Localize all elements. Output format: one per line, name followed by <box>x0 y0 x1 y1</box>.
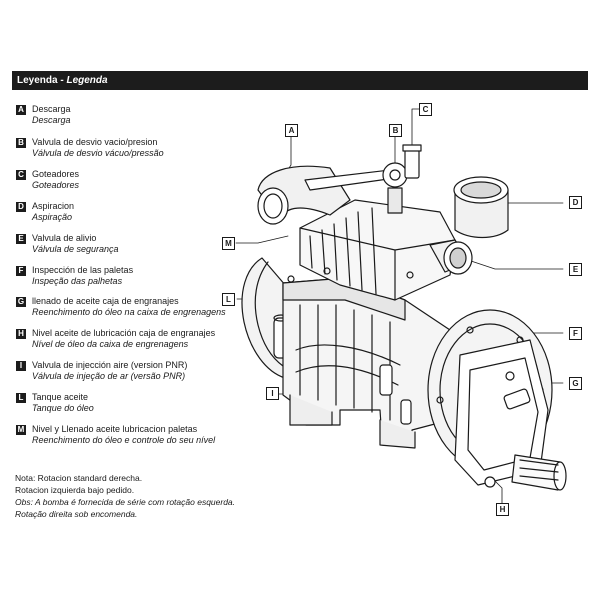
legend-label-es: Descarga <box>32 104 71 114</box>
callout-h: H <box>496 503 509 516</box>
drip-oiler <box>402 144 422 179</box>
legend-label-pt: Reenchimento do óleo e controle do seu n… <box>32 435 216 445</box>
callout-l: L <box>222 293 235 306</box>
legend-label-pt: Goteadores <box>32 180 80 190</box>
note-line: Rotacion izquierda bajo pedido. <box>15 485 135 495</box>
suction-pipe <box>453 176 509 239</box>
legend-key: G <box>16 297 26 307</box>
callout-i: I <box>266 387 279 400</box>
legend-label-es: Aspiracion <box>32 201 75 211</box>
relief-valve <box>429 239 473 275</box>
legend-label-es: Valvula de alivio <box>32 233 97 243</box>
legend-key: E <box>16 234 26 244</box>
legend-label-pt: Descarga <box>32 115 71 125</box>
legend-header: Leyenda - Legenda <box>12 71 588 90</box>
top-cover <box>287 199 456 301</box>
legend-title-separator: - <box>57 75 67 86</box>
callout-g: G <box>569 377 582 390</box>
legend-label-pt: Válvula de segurança <box>32 244 119 254</box>
legend-key: C <box>16 170 26 180</box>
legend-label-es: Valvula de desvio vacio/presion <box>32 137 158 147</box>
note-line: Obs: A bomba é fornecida de série com ro… <box>15 497 236 507</box>
callout-c: C <box>419 103 432 116</box>
callout-d: D <box>569 196 582 209</box>
legend-key: H <box>16 329 26 339</box>
legend-label-es: Valvula de injección aire (version PNR) <box>32 360 188 370</box>
legend-label-pt: Nível de óleo da caixa de engrenagens <box>32 339 189 349</box>
callout-f: F <box>569 327 582 340</box>
legend-label-es: Goteadores <box>32 169 80 179</box>
legend-key: D <box>16 202 26 212</box>
callout-a: A <box>285 124 298 137</box>
vacuum-pressure-lever <box>304 162 408 214</box>
legend-label-pt: Tanque do óleo <box>32 403 94 413</box>
notes-block: Nota: Rotacion standard derecha. Rotacio… <box>15 472 235 520</box>
legend-label-pt: Inspeção das palhetas <box>32 276 123 286</box>
gearbox-flange <box>427 309 567 491</box>
legend-label-pt: Reenchimento do óleo na caixa de engrena… <box>32 307 226 317</box>
callout-e: E <box>569 263 582 276</box>
legend-label-pt: Válvula de injeção de ar (versão PNR) <box>32 371 186 381</box>
legend-key: F <box>16 266 26 276</box>
legend-key: M <box>16 425 26 435</box>
pump-body <box>282 277 451 449</box>
note-line: Nota: Rotacion standard derecha. <box>15 473 143 483</box>
legend-key: B <box>16 138 26 148</box>
legend-label-pt: Válvula de desvio vácuo/pressão <box>32 148 164 158</box>
legend-label-es: Inspección de las paletas <box>32 265 134 275</box>
note-line: Rotação direita sob encomenda. <box>15 509 138 519</box>
legend-key: L <box>16 393 26 403</box>
legend-label-es: Nivel aceite de lubricación caja de engr… <box>32 328 216 338</box>
legend-key: I <box>16 361 26 371</box>
legend-label-es: llenado de aceite caja de engranajes <box>32 296 179 306</box>
callout-b: B <box>389 124 402 137</box>
legend-label-pt: Aspiração <box>32 212 73 222</box>
legend-key: A <box>16 105 26 115</box>
legend-label-es: Tanque aceite <box>32 392 89 402</box>
callout-m: M <box>222 237 235 250</box>
legend-title-alt: Legenda <box>66 75 108 86</box>
legend-title: Leyenda <box>17 75 58 86</box>
legend-label-es: Nivel y Llenado aceite lubricacion palet… <box>32 424 198 434</box>
